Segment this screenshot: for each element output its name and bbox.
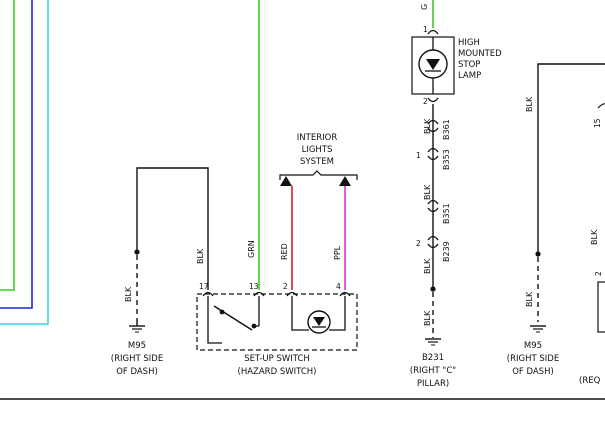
- right-edge-component: 15 BLK 2 (REQ: [579, 103, 605, 386]
- lamp-diode-symbol: [313, 317, 325, 326]
- interior-lights-label-1: INTERIOR: [297, 133, 338, 143]
- wire-label-g-cut: G: [420, 4, 429, 10]
- connector-label-b351: B351: [442, 203, 451, 224]
- right-cut-off-label: (REQ: [579, 376, 601, 386]
- arrow-red: [280, 176, 292, 186]
- right-pin-label-15: 15: [593, 118, 602, 128]
- pin-label-4: 4: [336, 282, 341, 291]
- interior-lights-label-3: SYSTEM: [300, 157, 334, 167]
- pin-4-terminal: [339, 291, 351, 297]
- green-wire-left: [0, 0, 15, 291]
- ground-m95-left-circuit: BLK BLK M95 (RIGHT SIDE OF DASH): [111, 167, 209, 377]
- stop-lamp-label-4: LAMP: [458, 71, 481, 81]
- blk-wire-top-loop: [136, 167, 209, 290]
- ground-label-b231-2: (RIGHT "C": [410, 366, 456, 376]
- ground-label-m95-right-2: (RIGHT SIDE: [507, 354, 559, 364]
- lamp-internal-wiring: [291, 296, 346, 331]
- stop-lamp-diode: [426, 59, 440, 70]
- right-pin-label-2: 2: [594, 271, 603, 276]
- pin-label-2: 2: [283, 282, 288, 291]
- connector-pin-label-1: 1: [416, 151, 421, 160]
- splice-dot-left: [134, 249, 140, 255]
- pin-13-terminal: [253, 291, 265, 297]
- lamp-bottom-terminal: [427, 97, 439, 103]
- stop-lamp-label-1: HIGH: [458, 38, 480, 48]
- stop-lamp-circuit: G 1 HIGH MOUNTED STOP LAMP 2 BLK B361 1 …: [410, 0, 502, 389]
- wire-label-blk-ground-left: BLK: [124, 286, 133, 302]
- ground-symbol-left: [129, 320, 145, 333]
- connector-b361-icon: [427, 119, 439, 133]
- wire-label-blk-1: BLK: [423, 118, 432, 134]
- wire-label-ppl: PPL: [333, 245, 342, 260]
- left-edge-wires: [0, 0, 49, 325]
- interior-lamp-icon: [307, 310, 331, 334]
- ground-label-b231-1: B231: [422, 353, 444, 363]
- connector-label-b361: B361: [442, 119, 451, 140]
- right-component-box: [597, 281, 605, 333]
- blue-wire-left: [0, 0, 33, 309]
- wire-label-blk-3: BLK: [423, 258, 432, 274]
- splice-dot-right: [535, 251, 541, 257]
- wire-label-blk-right-edge: BLK: [590, 229, 599, 245]
- pin-label-13: 13: [249, 282, 259, 291]
- connector-b239-icon: [427, 235, 439, 249]
- ground-label-m95-left-2: (RIGHT SIDE: [111, 354, 163, 364]
- right-terminal-icon-top: [597, 103, 605, 109]
- switch-label-2: (HAZARD SWITCH): [238, 367, 317, 377]
- pin-label-17: 17: [199, 282, 209, 291]
- interior-lights-brace: [279, 170, 358, 180]
- lamp-pin-label-2: 2: [423, 97, 428, 106]
- arrow-ppl: [339, 176, 351, 186]
- wire-label-blk-right-top: BLK: [525, 96, 534, 112]
- stop-lamp-label-2: MOUNTED: [458, 49, 502, 59]
- interior-lights-label-2: LIGHTS: [302, 145, 333, 155]
- ground-symbol-right: [530, 325, 546, 333]
- interior-lights-system: INTERIOR LIGHTS SYSTEM RED PPL: [279, 133, 358, 290]
- setup-switch: 17 13 2 4 SET-UP SWITCH (HAZARD SWITCH): [196, 282, 358, 377]
- splice-dot-b231: [430, 286, 436, 292]
- blk-wire-right: [537, 63, 605, 253]
- ground-label-m95-left-3: OF DASH): [116, 367, 158, 377]
- connector-label-b239: B239: [442, 241, 451, 262]
- switch-dashed-box: [196, 293, 358, 351]
- ground-label-b231-3: PILLAR): [417, 379, 449, 389]
- connector-label-b353: B353: [442, 149, 451, 170]
- ground-label-m95-left-1: M95: [128, 341, 146, 351]
- cyan-wire-left: [0, 0, 49, 325]
- wire-label-grn: GRN: [247, 240, 256, 258]
- ground-label-m95-right-3: OF DASH): [512, 367, 554, 377]
- lamp-top-terminal: [427, 29, 439, 35]
- switch-internal-wiring: [207, 296, 260, 344]
- switch-blade-icon: [213, 305, 253, 331]
- switch-label-1: SET-UP SWITCH: [244, 354, 310, 364]
- stop-lamp-label-3: STOP: [458, 60, 480, 70]
- lamp-pin-label-1: 1: [423, 25, 428, 34]
- wire-label-blk-pin17: BLK: [196, 248, 205, 264]
- wire-label-blk-4: BLK: [423, 310, 432, 326]
- connector-b351-icon: [427, 199, 439, 213]
- wire-label-red: RED: [280, 243, 289, 260]
- ground-label-m95-right-1: M95: [524, 341, 542, 351]
- wire-label-blk-2: BLK: [423, 184, 432, 200]
- ground-symbol-b231: [425, 338, 441, 346]
- grn-wire-circuit: GRN: [247, 0, 260, 290]
- pin-2-terminal: [286, 291, 298, 297]
- ground-m95-right-circuit: BLK BLK M95 (RIGHT SIDE OF DASH): [507, 63, 605, 377]
- connector-b353-icon: [427, 147, 439, 161]
- connector-pin-label-2: 2: [416, 239, 421, 248]
- pin-17-terminal: [202, 291, 214, 297]
- wire-label-blk-right-bottom: BLK: [525, 291, 534, 307]
